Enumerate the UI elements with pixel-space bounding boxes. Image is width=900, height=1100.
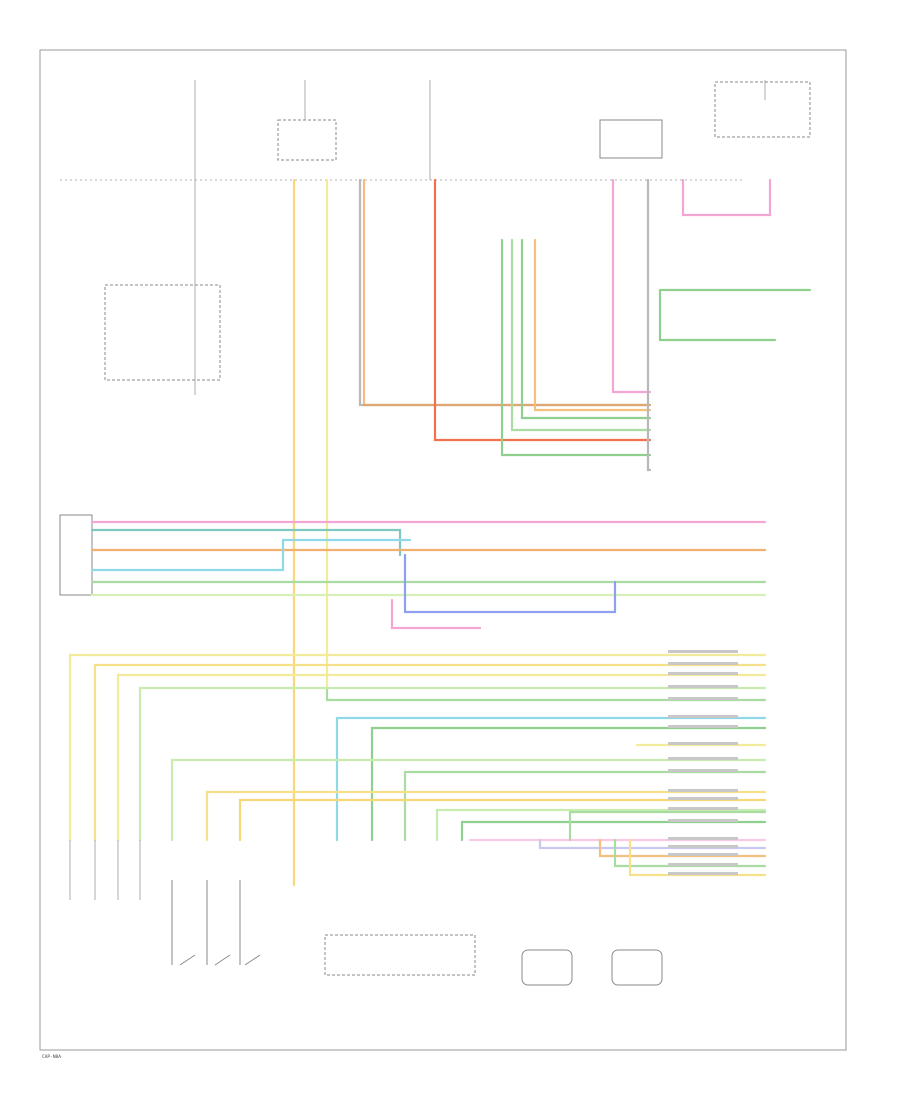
output-speed-sensor — [611, 949, 663, 986]
wire-grey-top — [358, 178, 652, 407]
wire-orange-top — [362, 178, 652, 407]
wire-green-b — [510, 238, 652, 432]
top-wires — [292, 178, 812, 887]
middle-bus — [59, 514, 767, 630]
wire-green-c — [520, 238, 652, 420]
diagram-footer-code: CAP-N8A — [42, 1054, 61, 1060]
transmission-range-sensor-switches — [171, 880, 261, 966]
wire-cyan-bus — [90, 538, 412, 572]
wire-orange-b — [533, 238, 652, 412]
diagram-border — [39, 49, 847, 1051]
wire-pink-top — [611, 178, 652, 394]
top-power-area — [60, 80, 811, 395]
wire-pink-bus-low — [390, 598, 482, 630]
wire-teal-bus — [90, 528, 402, 557]
wire-label-blocks — [668, 650, 738, 875]
wire-grey-right — [646, 178, 652, 472]
wire-green-right — [658, 288, 777, 342]
wire-blue-bus — [403, 553, 617, 614]
wire-green-a — [500, 238, 652, 457]
input-speed-sensor — [521, 949, 573, 986]
wire-red-top — [433, 178, 652, 442]
wire-pink-right — [681, 178, 772, 217]
bottom-components — [69, 840, 663, 986]
lower-harness — [68, 653, 767, 877]
